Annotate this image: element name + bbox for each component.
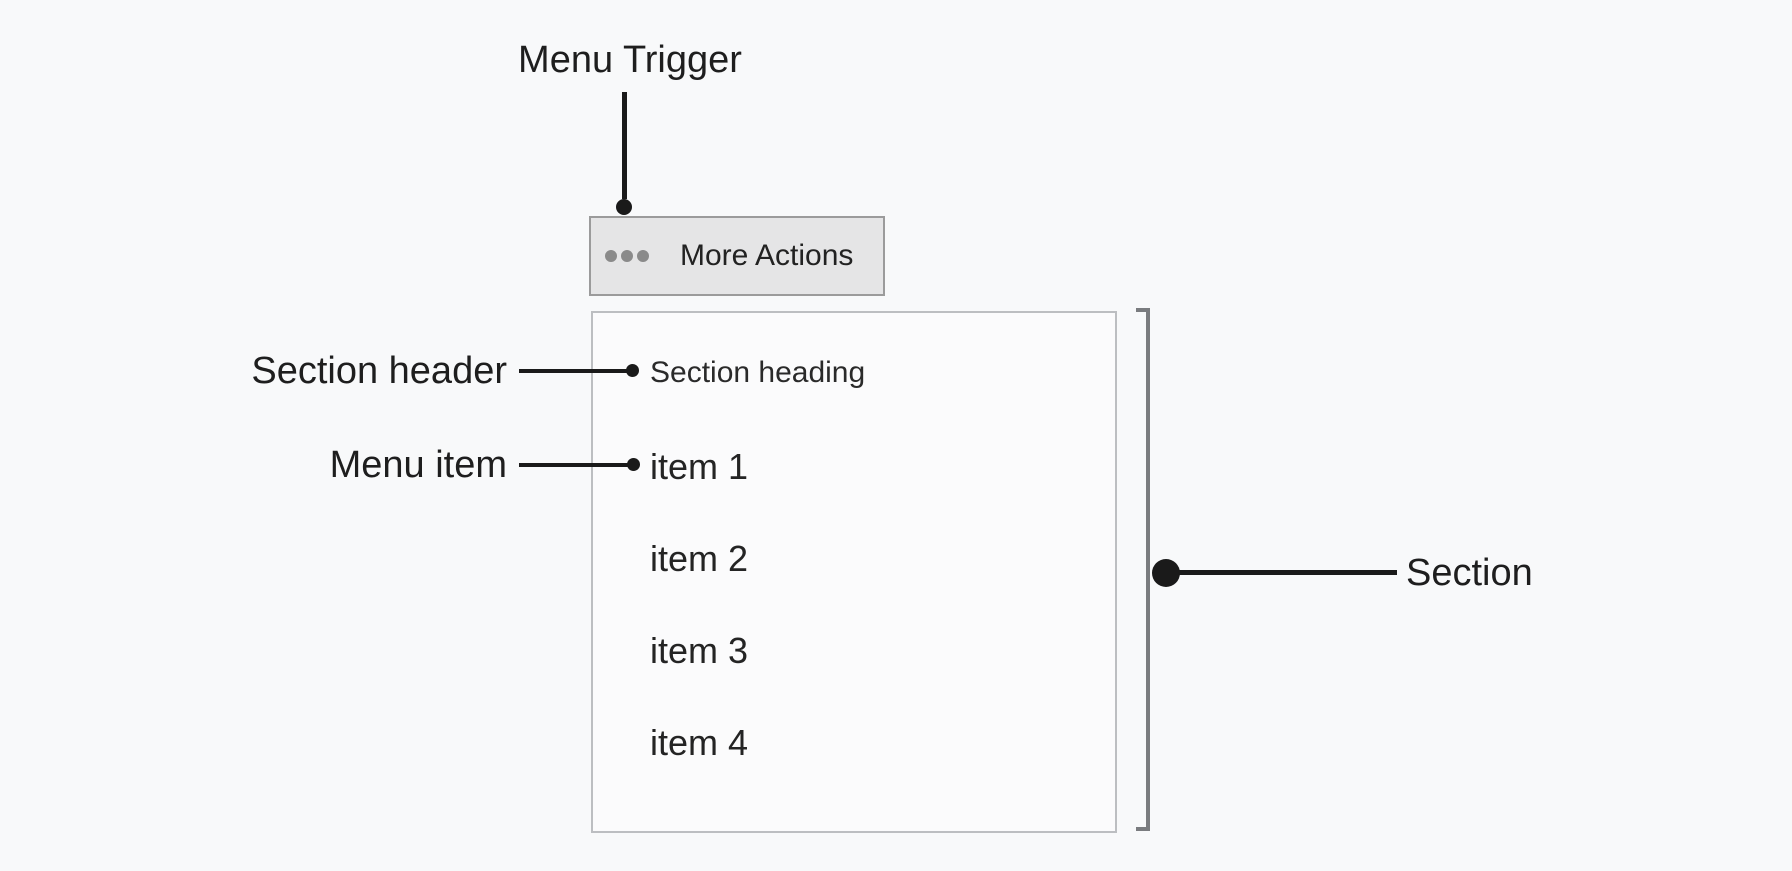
section-annotation-label: Section (1406, 552, 1533, 594)
menu-trigger-connector-line (622, 92, 627, 199)
section-bracket-line (1146, 308, 1150, 831)
section-bracket-hook-bottom (1136, 827, 1150, 831)
section-header-connector-dot (626, 364, 639, 377)
section-header-connector-line (519, 369, 633, 373)
section-connector-line (1166, 570, 1397, 575)
section-header-annotation-label: Section header (251, 350, 507, 392)
ellipsis-dot (621, 250, 633, 262)
menu-popover: Section heading item 1 item 2 item 3 ite… (591, 311, 1117, 833)
menu-item-2[interactable]: item 2 (650, 538, 749, 579)
section-bracket-hook-top (1136, 308, 1150, 312)
ellipsis-icon (605, 250, 649, 262)
menu-item-3[interactable]: item 3 (650, 630, 749, 671)
more-actions-button-label: More Actions (680, 239, 854, 272)
menu-trigger-connector-dot (616, 199, 632, 215)
menu-trigger-annotation-label: Menu Trigger (518, 39, 742, 81)
ellipsis-dot (605, 250, 617, 262)
menu-item-connector-line (519, 463, 634, 467)
menu-item-connector-dot (627, 458, 640, 471)
menu-item-1[interactable]: item 1 (650, 446, 749, 487)
ellipsis-dot (637, 250, 649, 262)
menu-item-4[interactable]: item 4 (650, 722, 749, 763)
more-actions-button[interactable]: More Actions (589, 216, 885, 296)
menu-item-annotation-label: Menu item (329, 444, 507, 486)
menu-section-heading: Section heading (650, 356, 866, 389)
